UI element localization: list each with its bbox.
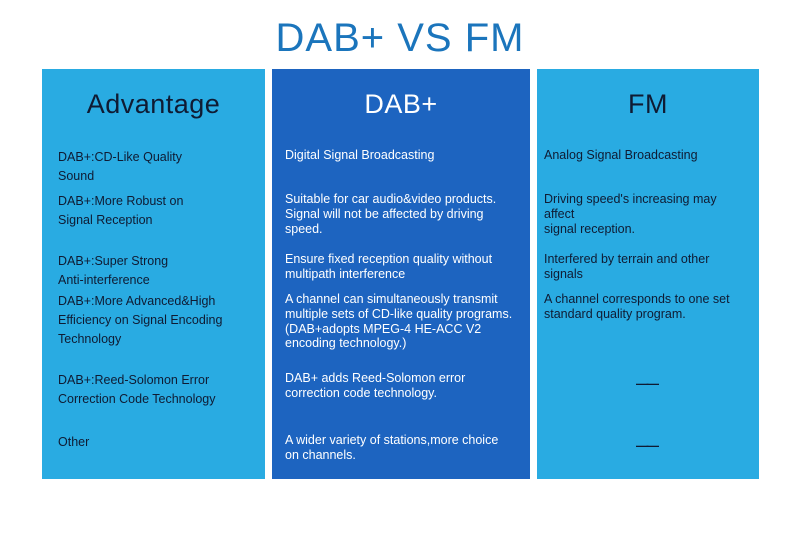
column-dab: DAB+ Digital Signal Broadcasting Suitabl… xyxy=(272,69,530,479)
column-advantage: Advantage DAB+:CD-Like Quality Sound DAB… xyxy=(42,69,265,479)
comparison-table: Advantage DAB+:CD-Like Quality Sound DAB… xyxy=(42,69,800,479)
table-cell: Suitable for car audio&video products. S… xyxy=(285,192,497,236)
table-cell: DAB+:CD-Like Quality Sound xyxy=(58,150,182,183)
page-title: DAB+ VS FM xyxy=(275,16,525,60)
table-cell: Digital Signal Broadcasting xyxy=(285,148,435,162)
table-cell: DAB+:Reed-Solomon Error Correction Code … xyxy=(58,373,216,406)
table-cell: Driving speed's increasing may affect si… xyxy=(544,192,717,236)
column-fm: FM Analog Signal Broadcasting Driving sp… xyxy=(537,69,759,479)
table-cell: Interfered by terrain and other signals xyxy=(544,252,710,281)
column-header-advantage: Advantage xyxy=(86,88,221,119)
table-cell: DAB+:More Robust on Signal Reception xyxy=(58,194,184,227)
dab-vs-fm-infographic: DAB+ VS FM Advantage DAB+:CD-Like Qualit… xyxy=(0,16,800,479)
column-header-fm: FM xyxy=(628,88,668,119)
table-cell: Analog Signal Broadcasting xyxy=(544,148,698,162)
column-header-dab: DAB+ xyxy=(364,88,438,119)
table-cell-empty-dash: —— xyxy=(636,439,659,453)
table-cell: A wider variety of stations,more choice … xyxy=(285,433,499,462)
table-cell: DAB+:More Advanced&High Efficiency on Si… xyxy=(58,294,223,346)
table-cell: DAB+ adds Reed-Solomon error correction … xyxy=(285,371,466,400)
table-cell: Other xyxy=(58,435,90,449)
table-cell-empty-dash: —— xyxy=(636,377,659,391)
table-cell: DAB+:Super Strong Anti-interference xyxy=(58,254,169,287)
table-cell: A channel can simultaneously transmit mu… xyxy=(285,292,513,351)
table-cell: A channel corresponds to one set standar… xyxy=(544,292,730,321)
table-cell: Ensure fixed reception quality without m… xyxy=(285,252,493,281)
